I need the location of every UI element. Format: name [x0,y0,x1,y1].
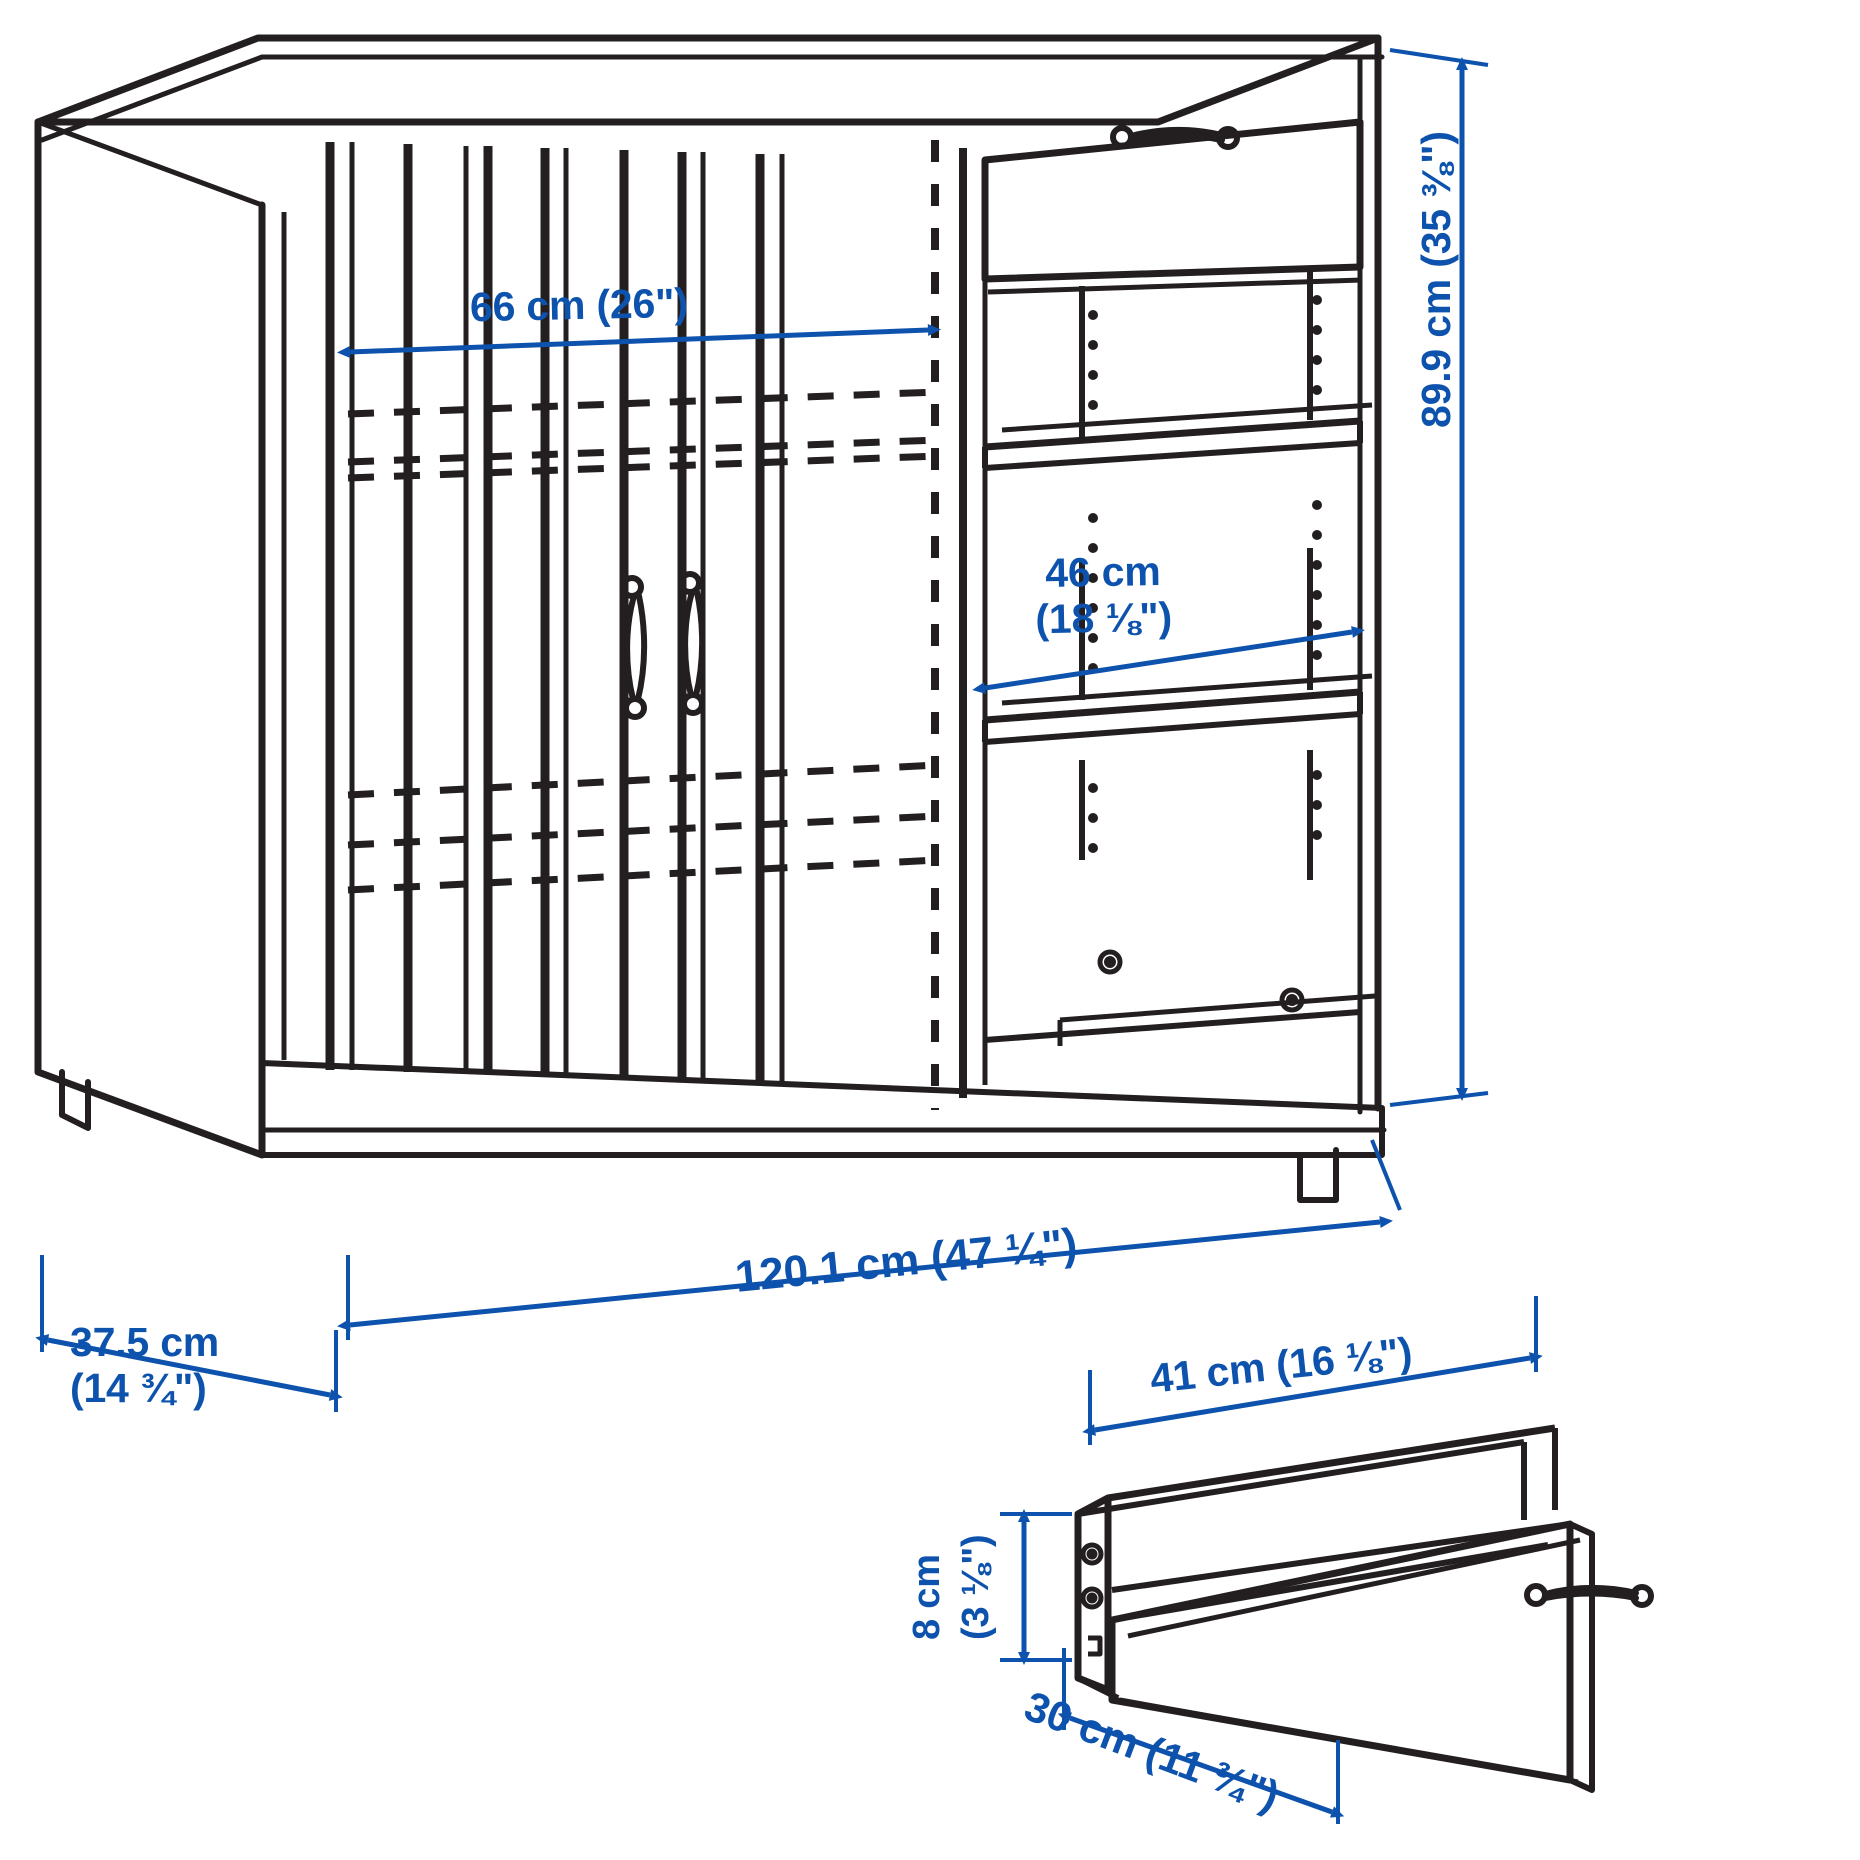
dimension-label-drawer-height-imperial: (3 ⅛") [955,1534,997,1640]
dimension-label-drawer-height-metric: 8 cm [906,1554,948,1640]
cabinet-left-side [34,118,266,1159]
sliding-door-handles[interactable] [623,574,702,717]
dim-line-drawer-depth [1057,1712,1345,1818]
cabinet-foot-left [59,1069,91,1131]
cabinet-plinth [259,1060,1385,1158]
dim-line-total-width [337,1216,1393,1331]
dimension-label-total-depth: 37.5 cm (14 ¾") [70,1319,220,1412]
sliding-door-slats[interactable] [258,142,785,1082]
drawer-detail-fittings [1080,1542,1104,1610]
right-compartment [981,118,1376,1046]
dim-line-total-depth [35,1334,343,1401]
dimension-label-shelf-width-imperial: (18 ⅛") [1034,593,1173,643]
dimension-lines [35,48,1489,1412]
drawer-back-top-edge [1107,1424,1556,1502]
drawer-bottom-panel [1111,1521,1571,1593]
dimension-label-shelf-width-metric: 46 cm [1044,548,1161,597]
shelf-lower-front [984,688,1361,724]
dim-line-door-width [337,324,941,358]
cam-lock-fittings [1097,949,1305,1013]
dimension-label-total-depth-imperial: (14 ¾") [70,1364,207,1411]
dimension-label-total-depth-metric: 37.5 cm [70,1319,220,1365]
dimension-label-shelf-width: 46 cm (18 ⅛") [1034,548,1173,643]
center-divider [959,148,988,1098]
cabinet-foot-right [1297,1147,1339,1203]
dimension-label-door-width: 66 cm (26") [469,279,689,331]
drawer-front-panel [981,118,1364,283]
cabinet-top-panel [34,34,1382,126]
drawer-dimension-lines [1000,1296,1543,1824]
dimension-label-total-height: 89.9 cm (35 ⅜") [1413,131,1459,428]
dim-line-shelf-width [972,626,1365,694]
shelf-upper-front [984,417,1361,451]
dim-line-drawer-width [1082,1352,1543,1436]
hidden-shelves-dashed [347,388,939,894]
drawer-front-thickness [1568,1521,1595,1793]
